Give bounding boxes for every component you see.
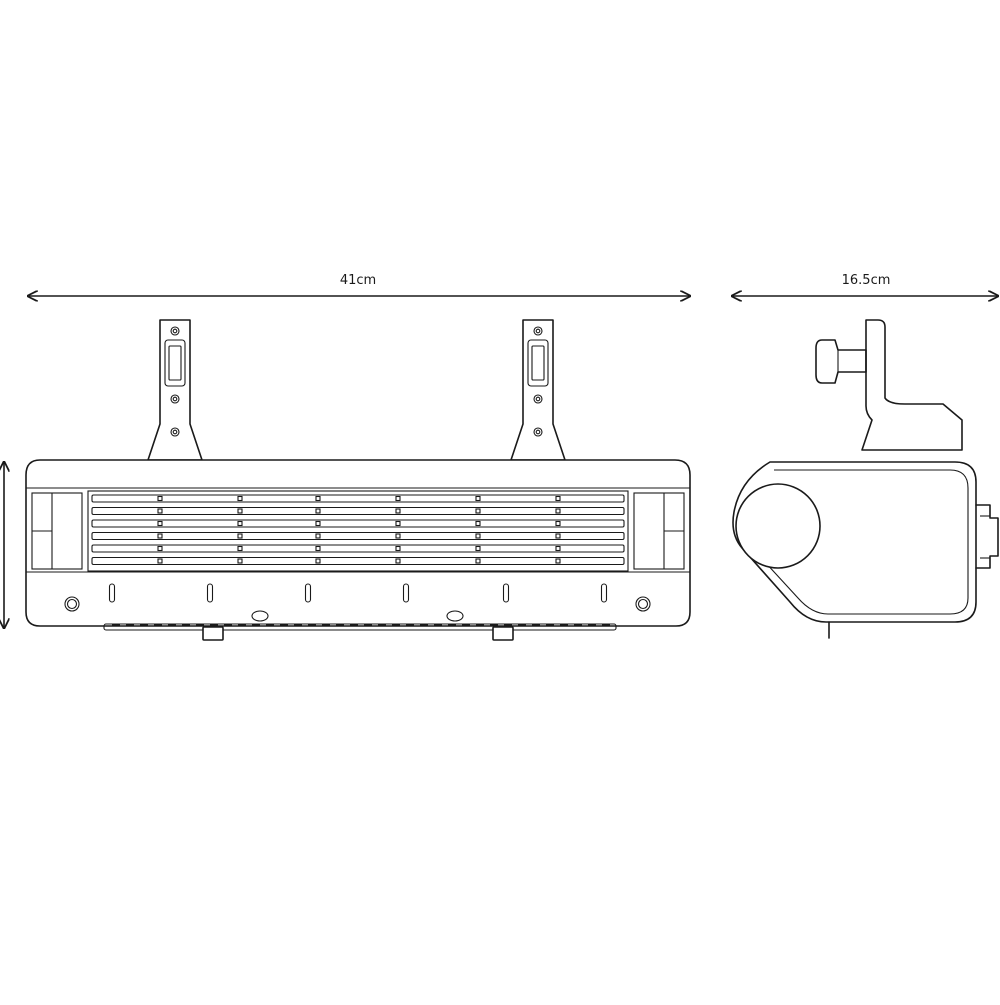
grille-rivet — [315, 520, 321, 527]
end-cap-right — [633, 492, 685, 570]
grille-rivet — [555, 558, 561, 564]
grille-rivet — [475, 545, 481, 552]
grille-slat — [91, 494, 625, 503]
grille-rivet — [237, 508, 243, 514]
mounting-bracket-right — [510, 319, 566, 461]
side-bracket — [861, 319, 963, 451]
grille-rivet — [395, 533, 401, 539]
lower-panel — [64, 583, 651, 622]
grille-slat — [91, 556, 625, 566]
grille-rivet — [475, 533, 481, 539]
grille-rivet — [157, 558, 163, 564]
foot-right — [492, 626, 514, 641]
grille-rivet — [237, 520, 243, 527]
vent-slot — [502, 583, 510, 603]
heater-body — [25, 459, 691, 627]
grille-rivet — [395, 545, 401, 552]
grille-rivet — [395, 495, 401, 502]
foot-left — [202, 626, 224, 641]
grille-rivet — [475, 495, 481, 502]
grille-slat — [91, 506, 625, 516]
vent-slot — [402, 583, 410, 603]
vent-slot — [108, 583, 116, 603]
grille-rivet — [237, 558, 243, 564]
grille-rivet — [395, 520, 401, 527]
adjustment-knob — [815, 339, 867, 384]
grille-rivet — [315, 545, 321, 552]
grille-rivet — [475, 520, 481, 527]
grille-rivet — [157, 520, 163, 527]
grille-rivet — [395, 558, 401, 564]
front-grille — [87, 490, 629, 572]
grille-rivet — [157, 495, 163, 502]
grille-rivet — [475, 558, 481, 564]
grille-rivet — [237, 533, 243, 539]
grille-rivet — [555, 533, 561, 539]
grille-rivet — [157, 545, 163, 552]
grille-rivet — [237, 545, 243, 552]
side-view — [732, 319, 999, 639]
grille-rivet — [555, 520, 561, 527]
front-view — [25, 319, 691, 641]
mounting-bracket-left — [147, 319, 203, 461]
depth-dimension-label: 16.5cm — [841, 273, 891, 288]
vent-slot — [206, 583, 214, 603]
grille-rivet — [315, 495, 321, 502]
grille-slat — [91, 531, 625, 541]
grille-rivet — [555, 545, 561, 552]
grille-rivet — [315, 558, 321, 564]
grille-rivet — [157, 508, 163, 514]
vent-slot — [304, 583, 312, 603]
grille-rivet — [475, 508, 481, 514]
end-cap-left — [31, 492, 83, 570]
grille-slat — [91, 544, 625, 553]
width-dimension-label: 41cm — [339, 273, 377, 288]
side-clip — [975, 504, 999, 569]
grille-rivet — [157, 533, 163, 539]
bottom-vent-strip — [103, 623, 617, 631]
grille-rivet — [555, 508, 561, 514]
grille-rivet — [395, 508, 401, 514]
grille-rivet — [315, 533, 321, 539]
side-emitter-tube — [735, 483, 821, 569]
vent-slot — [600, 583, 608, 603]
grille-rivet — [555, 495, 561, 502]
grille-slat — [91, 519, 625, 528]
grille-rivet — [315, 508, 321, 514]
grille-rivet — [237, 495, 243, 502]
